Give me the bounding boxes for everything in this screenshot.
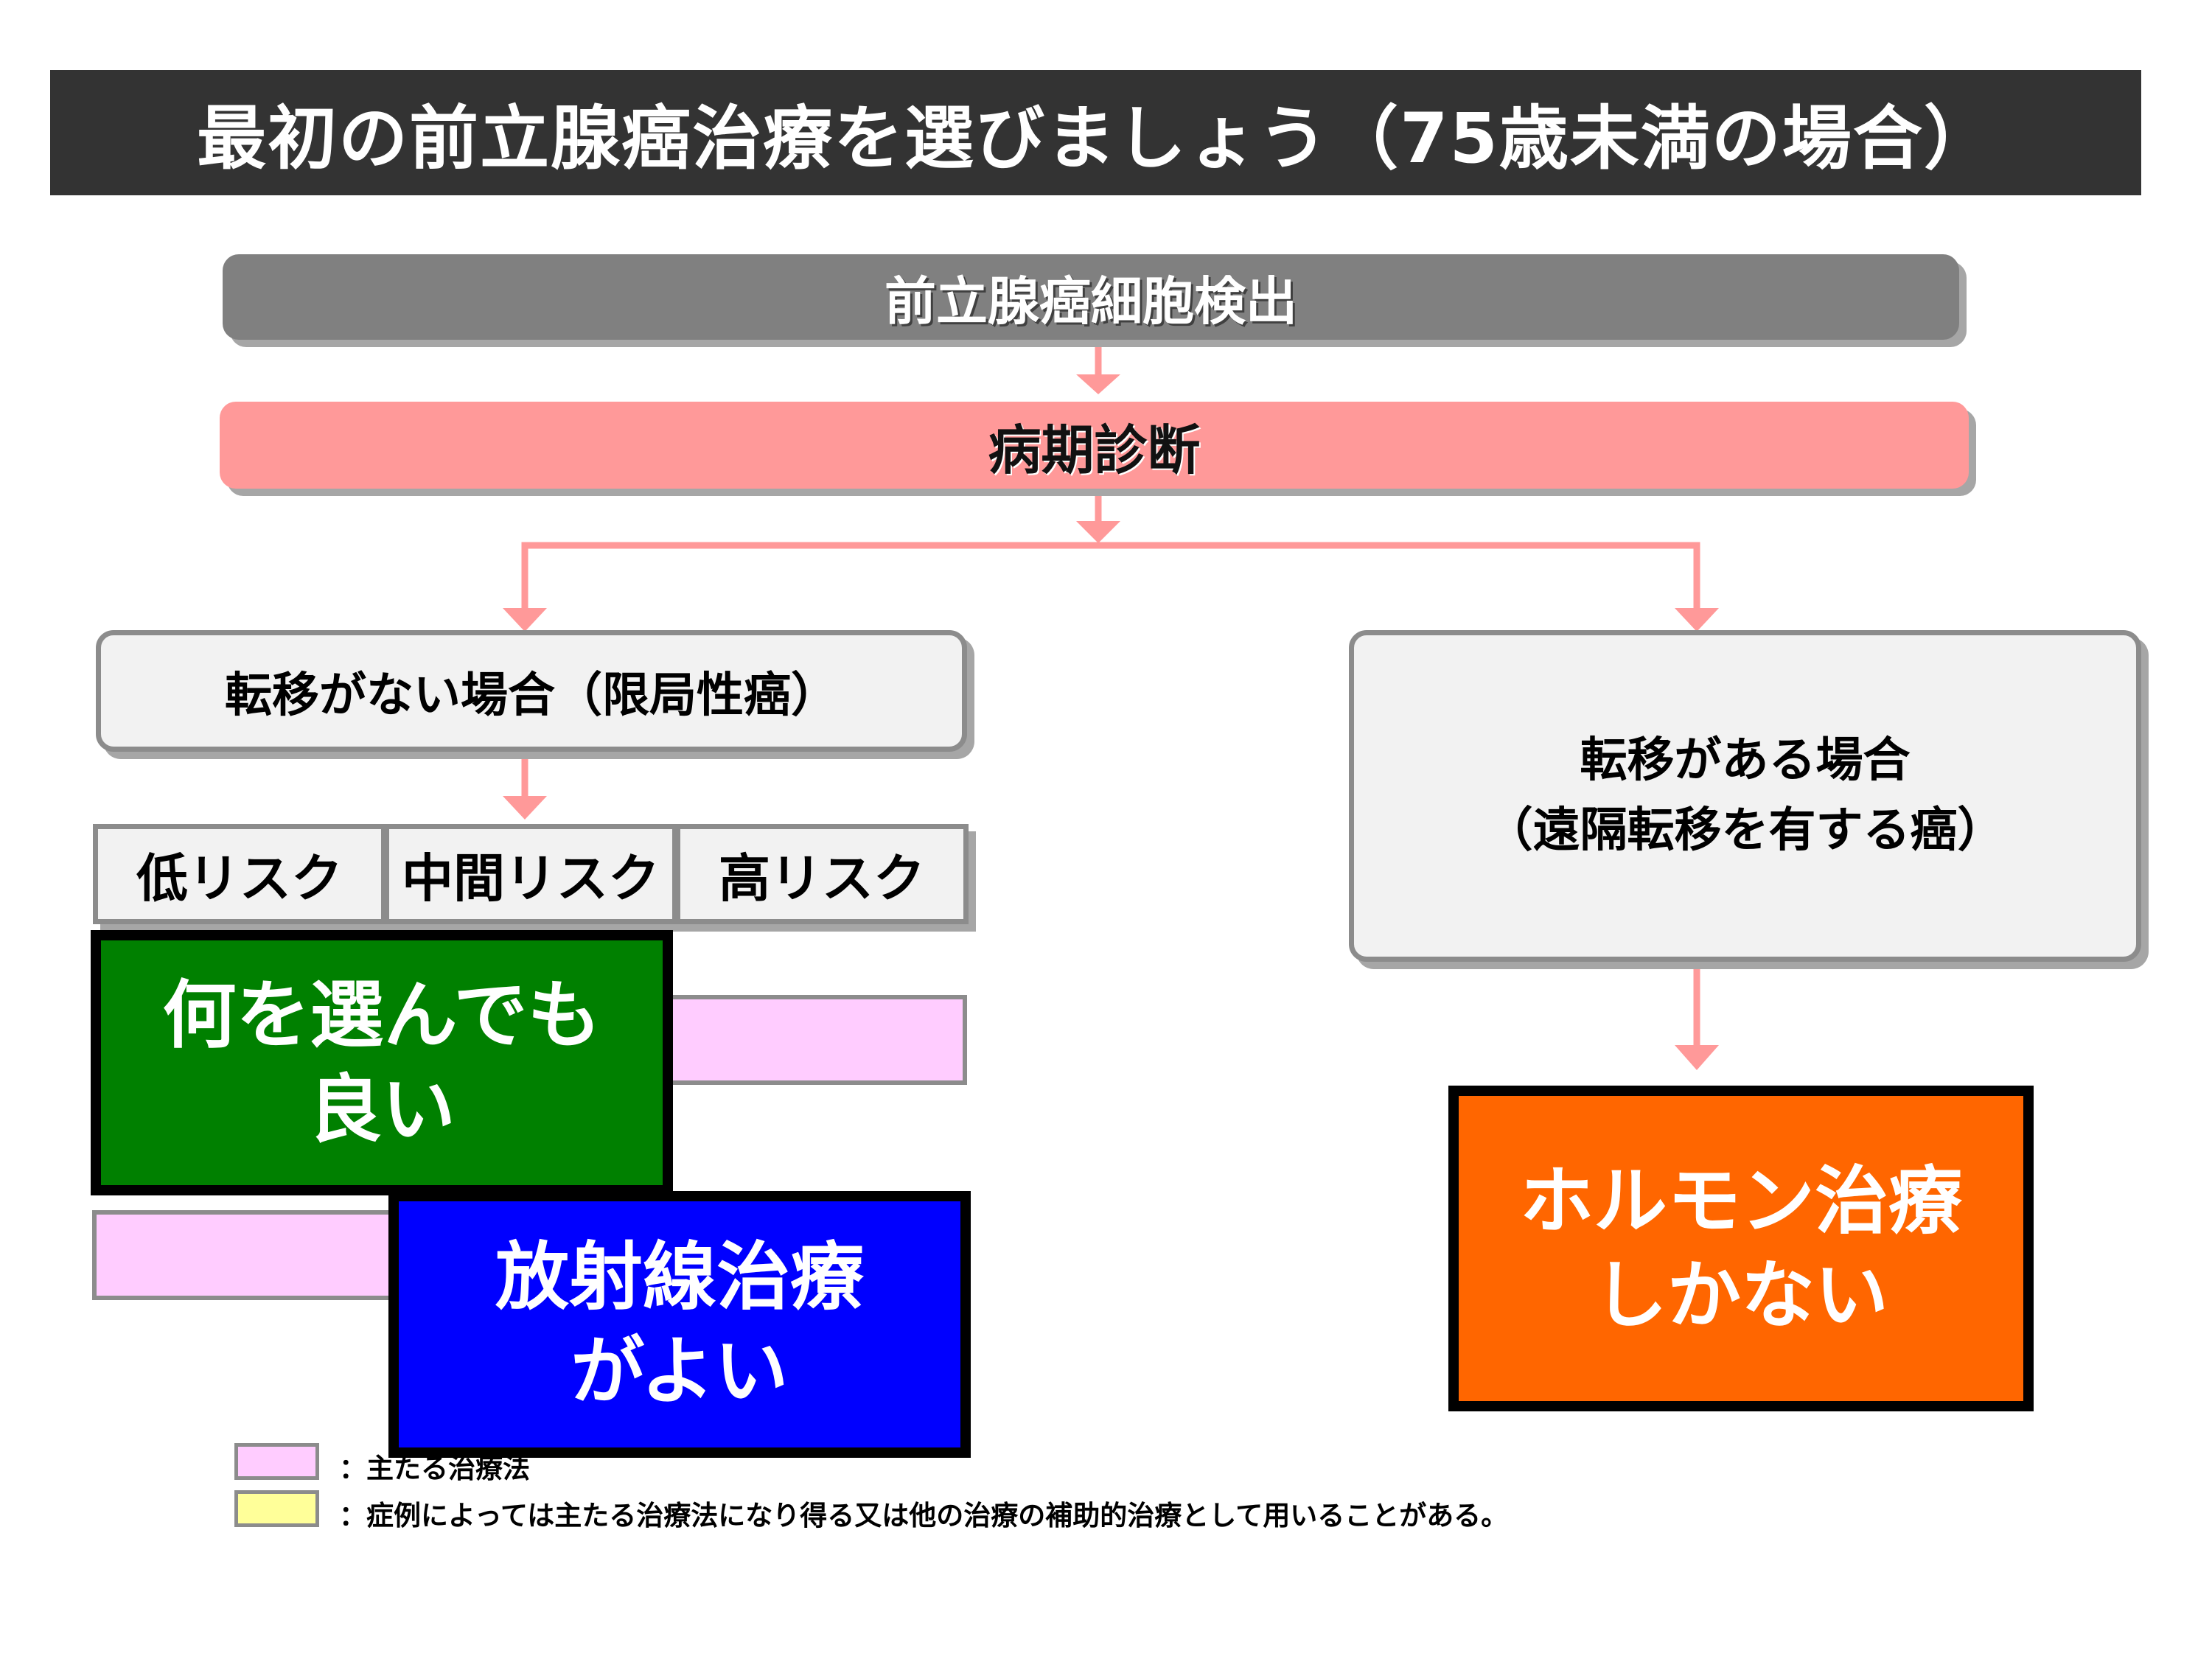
arrowhead-local [503,608,547,632]
treatment-radiation-line2: がよい [571,1328,789,1414]
main-treatment-bar-high [663,995,967,1085]
treatment-hormone: ホルモン治療 しかない [1448,1086,2034,1411]
treatment-hormone-line1: ホルモン治療 [1520,1158,1962,1244]
legend-swatch-sometimes [234,1490,319,1527]
arrowhead-meta [1675,608,1719,632]
arrowhead-hormone [1675,1045,1719,1070]
treatment-any-line1: 何を選んでも [162,972,601,1058]
arrowhead-split [1076,521,1120,543]
step-cancer-detection: 前立腺癌細胞検出 [223,254,1959,340]
case-metastatic: 転移がある場合 （遠隔転移を有する癌） [1349,630,2141,962]
risk-high: 高リスク [675,824,969,924]
case-metastatic-line1: 転移がある場合 [1580,733,1911,788]
legend-text-sometimes: ：症例によっては主たる治療法になり得る又は他の治療の補助的治療として用いることが… [339,1500,1509,1531]
case-metastatic-line2: （遠隔転移を有する癌） [1485,803,2005,858]
treatment-any: 何を選んでも 良い [91,930,673,1195]
treatment-hormone-line2: しかない [1594,1252,1888,1338]
risk-intermediate: 中間リスク [384,824,677,924]
split-branch [521,542,1700,623]
risk-low: 低リスク [93,824,386,924]
treatment-radiation-line1: 放射線治療 [495,1234,864,1320]
case-localized: 転移がない場合（限局性癌） [96,630,967,752]
treatment-radiation: 放射線治療 がよい [388,1191,971,1458]
legend-text-main: ：主たる治療法 [339,1453,530,1484]
legend-swatch-main [234,1443,319,1480]
page-title: 最初の前立腺癌治療を選びましょう（75歳未満の場合） [50,70,2141,195]
step-staging: 病期診断 [220,402,1969,489]
arrowhead-risk [503,796,547,820]
arrowhead-stage [1076,374,1120,394]
treatment-any-line2: 良い [308,1066,456,1153]
